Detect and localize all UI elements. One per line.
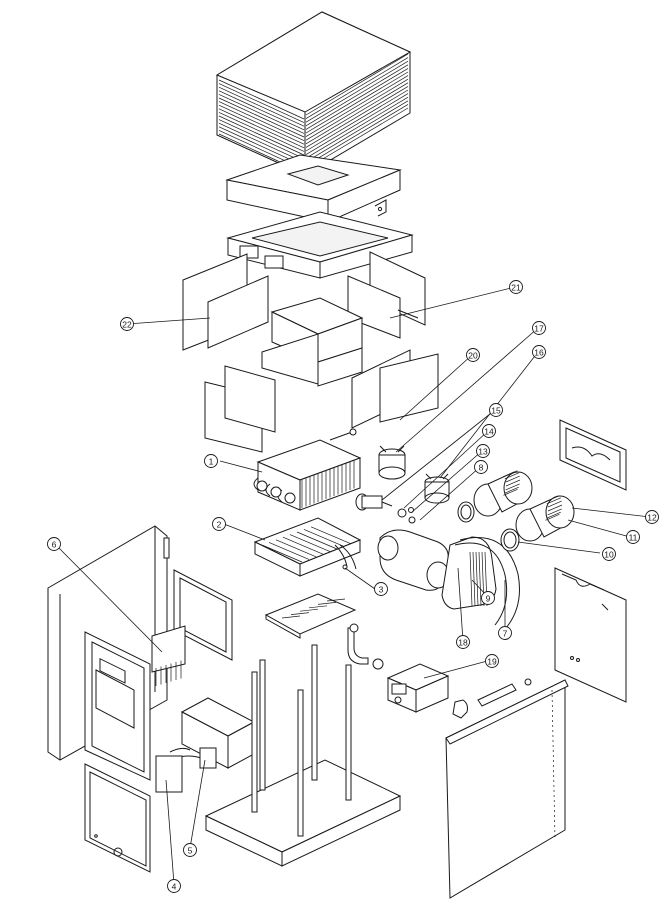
callout-9: 9 (481, 591, 495, 605)
callout-label: 13 (478, 447, 488, 457)
callout-label: 22 (122, 320, 132, 330)
top-plate (225, 154, 402, 223)
callout-label: 7 (503, 629, 508, 639)
temperature-well-lower (424, 473, 450, 504)
inlet-outlet-header (377, 529, 520, 629)
callout-label: 2 (217, 520, 222, 530)
callout-6: 6 (47, 537, 61, 551)
louvered-top-cover (215, 11, 412, 176)
callout-17: 17 (532, 321, 546, 335)
leader-lines (55, 286, 651, 885)
callout-label: 11 (629, 533, 638, 543)
callout-label: 12 (647, 513, 657, 523)
insulation-panels-lower (204, 349, 439, 453)
pressure-switch (386, 663, 450, 713)
callout-label: 3 (379, 585, 384, 595)
base-frame (204, 644, 402, 867)
callout-label: 18 (458, 638, 468, 648)
water-manifold-assembly (347, 445, 575, 719)
callout-label: 1 (209, 457, 214, 467)
temperature-well-upper (378, 445, 406, 480)
callout-20: 20 (466, 348, 480, 362)
control-front-panel (84, 631, 151, 781)
transformer-junction-box (155, 697, 256, 793)
ignition-control-board (151, 625, 186, 686)
callout-label: 21 (511, 283, 521, 293)
callout-13: 13 (476, 444, 490, 458)
callout-18: 18 (456, 635, 470, 649)
callout-label: 16 (534, 348, 544, 358)
heat-exchanger (253, 428, 362, 511)
callout-8: 8 (474, 460, 488, 474)
callout-16: 16 (532, 345, 546, 359)
lower-access-door (84, 763, 151, 873)
callout-10: 10 (602, 547, 616, 561)
sensor-probe (355, 493, 393, 511)
callout-label: 14 (484, 427, 494, 437)
insulation-panels-upper (182, 251, 426, 351)
callout-7: 7 (498, 626, 512, 640)
callout-22: 22 (120, 317, 134, 331)
callout-label: 4 (172, 882, 177, 892)
callout-label: 19 (487, 657, 497, 667)
burner-base-plate (264, 593, 357, 639)
callout-14: 14 (482, 424, 496, 438)
callout-label: 9 (486, 594, 491, 604)
callout-2: 2 (212, 517, 226, 531)
callout-label: 17 (534, 324, 544, 334)
union-fitting-lower (515, 495, 575, 542)
callout-5: 5 (183, 843, 197, 857)
callout-11: 11 (626, 530, 640, 544)
callout-4: 4 (167, 879, 181, 893)
front-jacket-panel-right (445, 679, 569, 899)
callout-15: 15 (489, 403, 503, 417)
combustion-chamber-box (261, 297, 364, 387)
callout-label: 20 (468, 351, 478, 361)
rear-side-panels (554, 419, 627, 703)
callout-3: 3 (374, 582, 388, 596)
callout-label: 6 (52, 540, 57, 550)
callout-label: 5 (188, 846, 193, 856)
callout-label: 15 (491, 406, 501, 416)
callout-21: 21 (509, 280, 523, 294)
callout-1: 1 (204, 454, 218, 468)
callout-12: 12 (645, 510, 659, 524)
callout-label: 10 (604, 550, 614, 560)
callout-19: 19 (485, 654, 499, 668)
inner-side-panel (173, 569, 233, 661)
collector-frame (226, 199, 414, 279)
union-fitting-upper (473, 470, 533, 517)
callout-label: 8 (479, 463, 484, 473)
burner-tray (253, 517, 362, 577)
